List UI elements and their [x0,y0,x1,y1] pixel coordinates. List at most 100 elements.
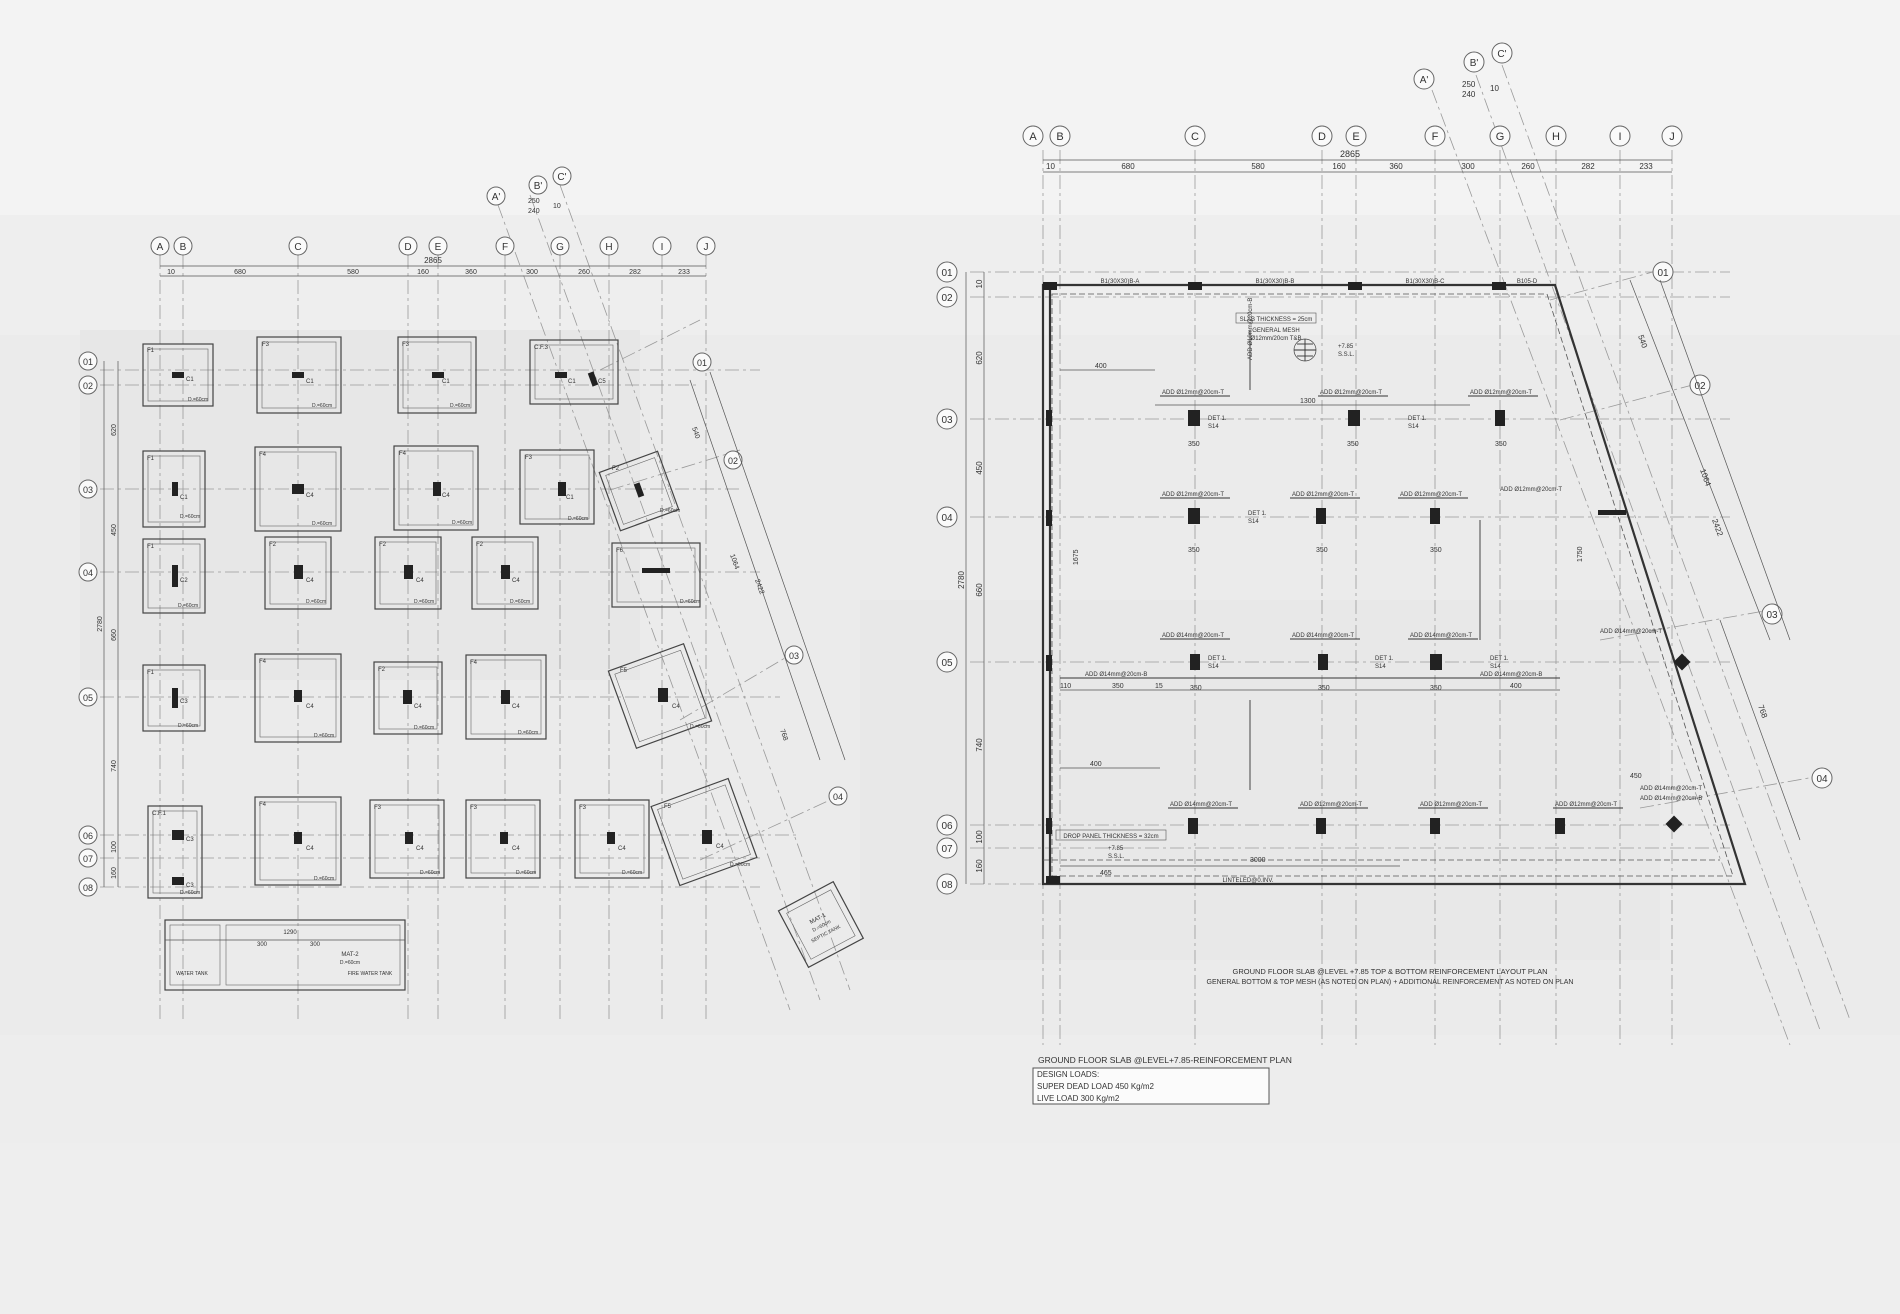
left-side-dimensions: 2780 620 450 660 740 100 160 [97,361,119,887]
svg-text:F6: F6 [616,548,624,554]
plan-caption-1: GROUND FLOOR SLAB @LEVEL +7.85 TOP & BOT… [1233,967,1548,976]
svg-text:01: 01 [1657,268,1669,279]
grid-bubble-col: E [1345,125,1367,147]
svg-text:D.=60cm: D.=60cm [180,890,200,896]
svg-text:DET 1.: DET 1. [1208,416,1227,422]
svg-text:H: H [605,242,612,253]
svg-text:450: 450 [1630,773,1642,780]
svg-text:2780: 2780 [957,571,966,589]
svg-text:400: 400 [1090,761,1102,768]
grid-bubble-row: 03 [936,408,958,430]
grid-bubble-col: B [1049,125,1071,147]
svg-text:DET 1.: DET 1. [1208,656,1227,662]
svg-text:MAT-2: MAT-2 [341,952,359,958]
svg-text:D.=60cm: D.=60cm [420,870,440,876]
grid-bubble-row: 05 [936,651,958,673]
grid-bubble-col: I [652,236,672,256]
svg-text:ADD Ø14mm@20cm-T: ADD Ø14mm@20cm-T [1162,633,1224,639]
svg-text:ADD Ø12mm@20cm-T: ADD Ø12mm@20cm-T [1555,802,1617,808]
svg-text:D: D [404,242,411,253]
svg-text:450: 450 [111,524,118,536]
svg-text:740: 740 [975,738,984,752]
svg-text:C4: C4 [416,578,424,584]
svg-text:350: 350 [1112,683,1124,690]
svg-text:04: 04 [833,792,843,802]
svg-text:C1: C1 [568,379,576,385]
footing-row-5: F1 C3 D.=60cm F4 C4 D.=60cm F2 C4 D.=60c… [142,643,713,749]
grid-bubble-col: E [428,236,448,256]
svg-text:Ø12mm/20cm T&B: Ø12mm/20cm T&B [1251,336,1302,342]
svg-text:F2: F2 [378,667,386,673]
svg-text:03: 03 [83,485,93,495]
svg-text:F1: F1 [147,348,155,354]
svg-text:06: 06 [941,821,953,832]
svg-text:680: 680 [234,269,246,276]
svg-text:02: 02 [1694,381,1706,392]
left-foundation-plan: A B C D E F G H I J A' B' C' 250 240 10 … [78,166,865,1020]
svg-text:D.=60cm: D.=60cm [178,723,198,729]
svg-text:768: 768 [778,728,789,741]
left-skew-row-bubbles: 01 02 03 04 [692,352,848,806]
svg-text:C4: C4 [618,846,626,852]
svg-text:F1: F1 [147,670,155,676]
svg-text:ADD Ø10mm@20cm-B: ADD Ø10mm@20cm-B [1248,298,1254,360]
svg-text:160: 160 [417,269,429,276]
svg-text:GENERAL MESH: GENERAL MESH [1252,328,1299,334]
svg-text:J: J [1669,131,1675,143]
svg-text:D.=60cm: D.=60cm [690,724,710,730]
svg-text:02: 02 [941,293,953,304]
svg-text:620: 620 [975,351,984,365]
water-tanks: 1290 300 300 MAT-2 D.=60cm WATER TANK FI… [164,919,406,991]
right-skew-row-bubbles: 01 02 03 04 [1652,261,1833,789]
svg-text:F1: F1 [147,544,155,550]
svg-text:680: 680 [1121,162,1135,171]
grid-bubble-col: C [1184,125,1206,147]
svg-text:F5: F5 [664,804,672,810]
svg-text:C4: C4 [672,704,680,710]
svg-text:05: 05 [83,693,93,703]
svg-text:D.=60cm: D.=60cm [414,725,434,731]
svg-text:100: 100 [111,841,118,853]
svg-text:350: 350 [1188,547,1200,554]
svg-text:F4: F4 [399,451,407,457]
svg-text:350: 350 [1430,547,1442,554]
svg-text:540: 540 [1636,334,1649,350]
svg-text:3000: 3000 [1250,857,1266,864]
svg-text:D.=60cm: D.=60cm [518,730,538,736]
footing-row-4: F1 C2 D.=60cm F2 C4 D.=60cm F2 C4 D.=60c… [142,536,701,614]
svg-text:250: 250 [1462,80,1476,89]
beam-labels: B1(30X30)B-A B1(30X30)B-B B1(30X30)B-C B… [1101,279,1538,285]
svg-text:WATER TANK: WATER TANK [176,971,208,977]
svg-text:D.=60cm: D.=60cm [452,520,472,526]
svg-text:D.=60cm: D.=60cm [188,397,208,403]
grid-bubble-row: 02 [78,375,98,395]
grid-bubble-skew-row: 01 [692,352,712,372]
svg-text:C.F.3: C.F.3 [534,345,549,351]
grid-bubble-col: D [398,236,418,256]
svg-text:350: 350 [1495,441,1507,448]
svg-text:B105-D: B105-D [1517,279,1538,285]
svg-text:D.=60cm: D.=60cm [312,521,332,527]
svg-text:1300: 1300 [1300,398,1316,405]
svg-text:ADD Ø14mm@20cm-T: ADD Ø14mm@20cm-T [1640,786,1702,792]
svg-text:ADD Ø14mm@20cm-B: ADD Ø14mm@20cm-B [1640,796,1702,802]
grid-bubble-col: I [1609,125,1631,147]
svg-text:DET 1.: DET 1. [1490,656,1509,662]
plan-caption-2: GENERAL BOTTOM & TOP MESH (AS NOTED ON P… [1207,979,1574,986]
grid-bubble-row: 07 [78,848,98,868]
svg-text:F2: F2 [612,466,620,472]
svg-text:S14: S14 [1408,424,1419,430]
svg-text:400: 400 [1095,363,1107,370]
design-loads-title: GROUND FLOOR SLAB @LEVEL+7.85-REINFORCEM… [1038,1055,1292,1065]
grid-bubble-skew: B' [528,175,548,195]
svg-text:580: 580 [347,269,359,276]
svg-text:350: 350 [1347,441,1359,448]
grid-bubble-skew: B' [1463,51,1485,73]
svg-text:S14: S14 [1208,664,1219,670]
svg-text:ADD Ø12mm@20cm-T: ADD Ø12mm@20cm-T [1162,390,1224,396]
design-loads-heading: DESIGN LOADS: [1037,1070,1099,1079]
grid-bubble-skew: C' [552,166,572,186]
svg-text:C4: C4 [512,578,520,584]
grid-bubble-row: 08 [936,873,958,895]
